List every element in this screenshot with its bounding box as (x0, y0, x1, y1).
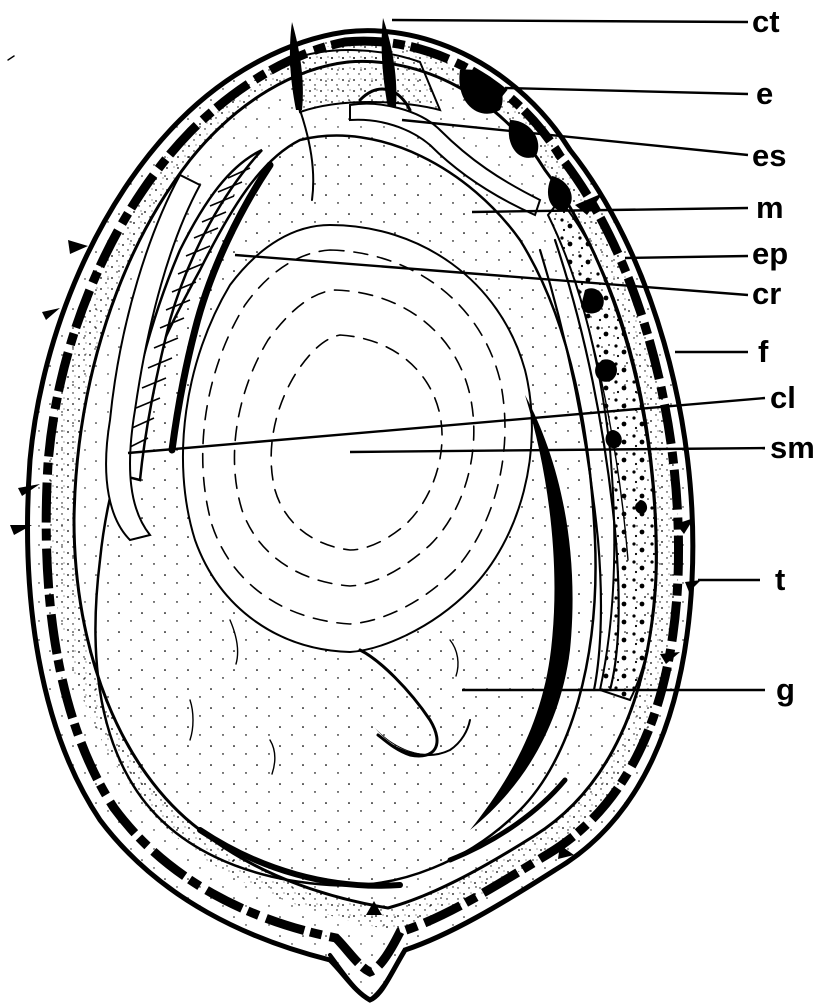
label-es: es (752, 138, 786, 173)
label-sm: sm (770, 430, 815, 465)
label-ct: ct (752, 4, 780, 39)
label-m: m (756, 190, 784, 225)
label-cl: cl (770, 380, 796, 415)
label-t: t (775, 562, 785, 597)
label-e: e (756, 76, 773, 111)
label-f: f (758, 334, 769, 369)
label-ep: ep (752, 236, 788, 271)
leader-e (505, 88, 748, 94)
label-g: g (776, 672, 795, 707)
label-cr: cr (752, 276, 781, 311)
leader-ep (625, 256, 748, 258)
labels: ct e es m ep cr f cl sm t g (752, 4, 815, 707)
corner-mark (8, 56, 14, 60)
leader-ct (392, 20, 748, 22)
